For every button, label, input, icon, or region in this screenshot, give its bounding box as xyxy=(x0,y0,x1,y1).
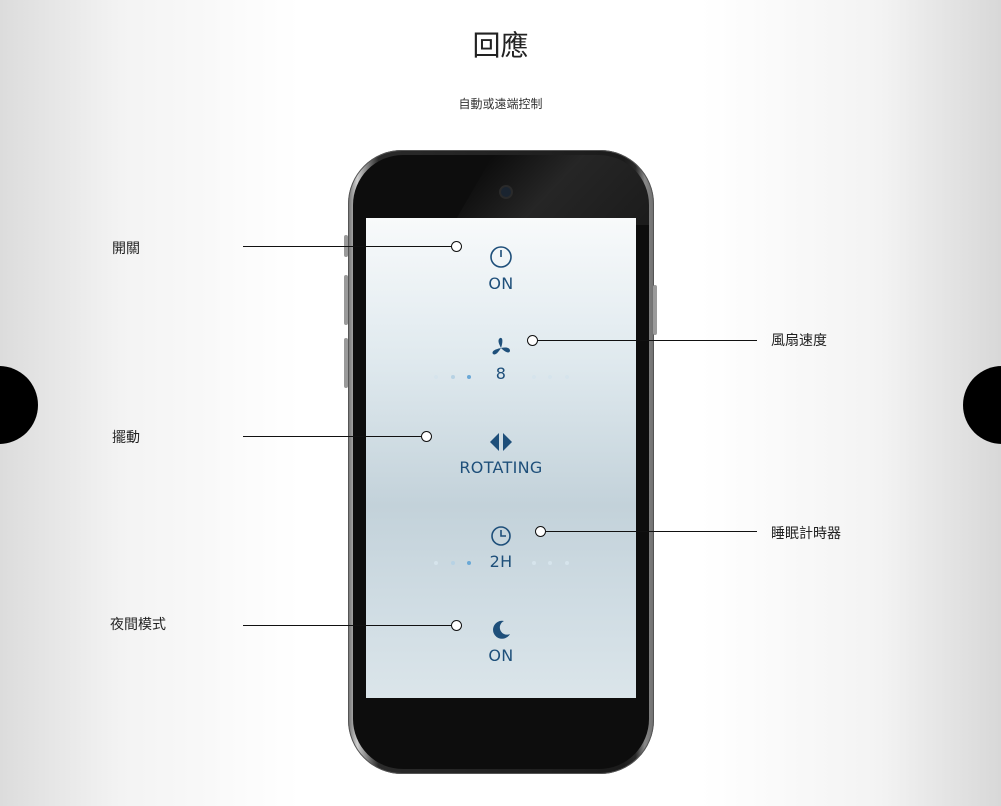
fan-speed-dots[interactable] xyxy=(366,375,636,385)
phone-glare xyxy=(452,155,649,225)
callout-fan-speed-line xyxy=(538,340,757,341)
phone-volume-down xyxy=(344,338,348,388)
clock-icon xyxy=(491,526,511,546)
page-subtitle: 自動或遠端控制 xyxy=(458,97,543,111)
phone-power-button xyxy=(653,285,657,335)
sleep-timer-dots[interactable] xyxy=(366,561,636,571)
fan-speed-control[interactable]: 8 xyxy=(366,336,636,383)
callout-fan-speed-label: 風扇速度 xyxy=(771,333,827,349)
power-control[interactable]: ON xyxy=(366,244,636,293)
oscillation-state: ROTATING xyxy=(459,458,543,477)
carousel-prev-button[interactable] xyxy=(0,366,38,444)
callout-night-mode-label: 夜間模式 xyxy=(110,617,166,633)
power-icon xyxy=(490,246,512,268)
fan-speed-value: 8 xyxy=(495,364,507,383)
phone-volume-up xyxy=(344,275,348,325)
moon-icon xyxy=(493,620,510,639)
night-mode-state: ON xyxy=(488,646,514,665)
oscillate-icon xyxy=(490,433,512,451)
callout-sleep-timer-label: 睡眠計時器 xyxy=(771,526,841,542)
page-title: 回應 xyxy=(472,29,529,62)
callout-power-label: 開關 xyxy=(112,241,140,257)
callout-fan-speed-marker xyxy=(527,335,538,346)
callout-sleep-timer-line xyxy=(546,531,757,532)
callout-oscillation-marker xyxy=(421,431,432,442)
callout-night-mode-line xyxy=(243,625,452,626)
night-mode-control[interactable]: ON xyxy=(366,618,636,665)
callout-power-line xyxy=(243,246,452,247)
oscillation-control[interactable]: ROTATING xyxy=(366,430,636,477)
sleep-timer-value: 2H xyxy=(489,552,513,571)
fan-icon xyxy=(492,337,510,355)
callout-power-marker xyxy=(451,241,462,252)
callout-oscillation-label: 擺動 xyxy=(112,430,140,446)
sleep-timer-control[interactable]: 2H xyxy=(366,524,636,571)
callout-sleep-timer-marker xyxy=(535,526,546,537)
app-screen: ON 8 ROTATING 2H xyxy=(366,218,636,698)
callout-oscillation-line xyxy=(243,436,422,437)
power-state: ON xyxy=(488,274,514,293)
callout-night-mode-marker xyxy=(451,620,462,631)
carousel-next-button[interactable] xyxy=(963,366,1001,444)
camera-icon xyxy=(501,187,511,197)
